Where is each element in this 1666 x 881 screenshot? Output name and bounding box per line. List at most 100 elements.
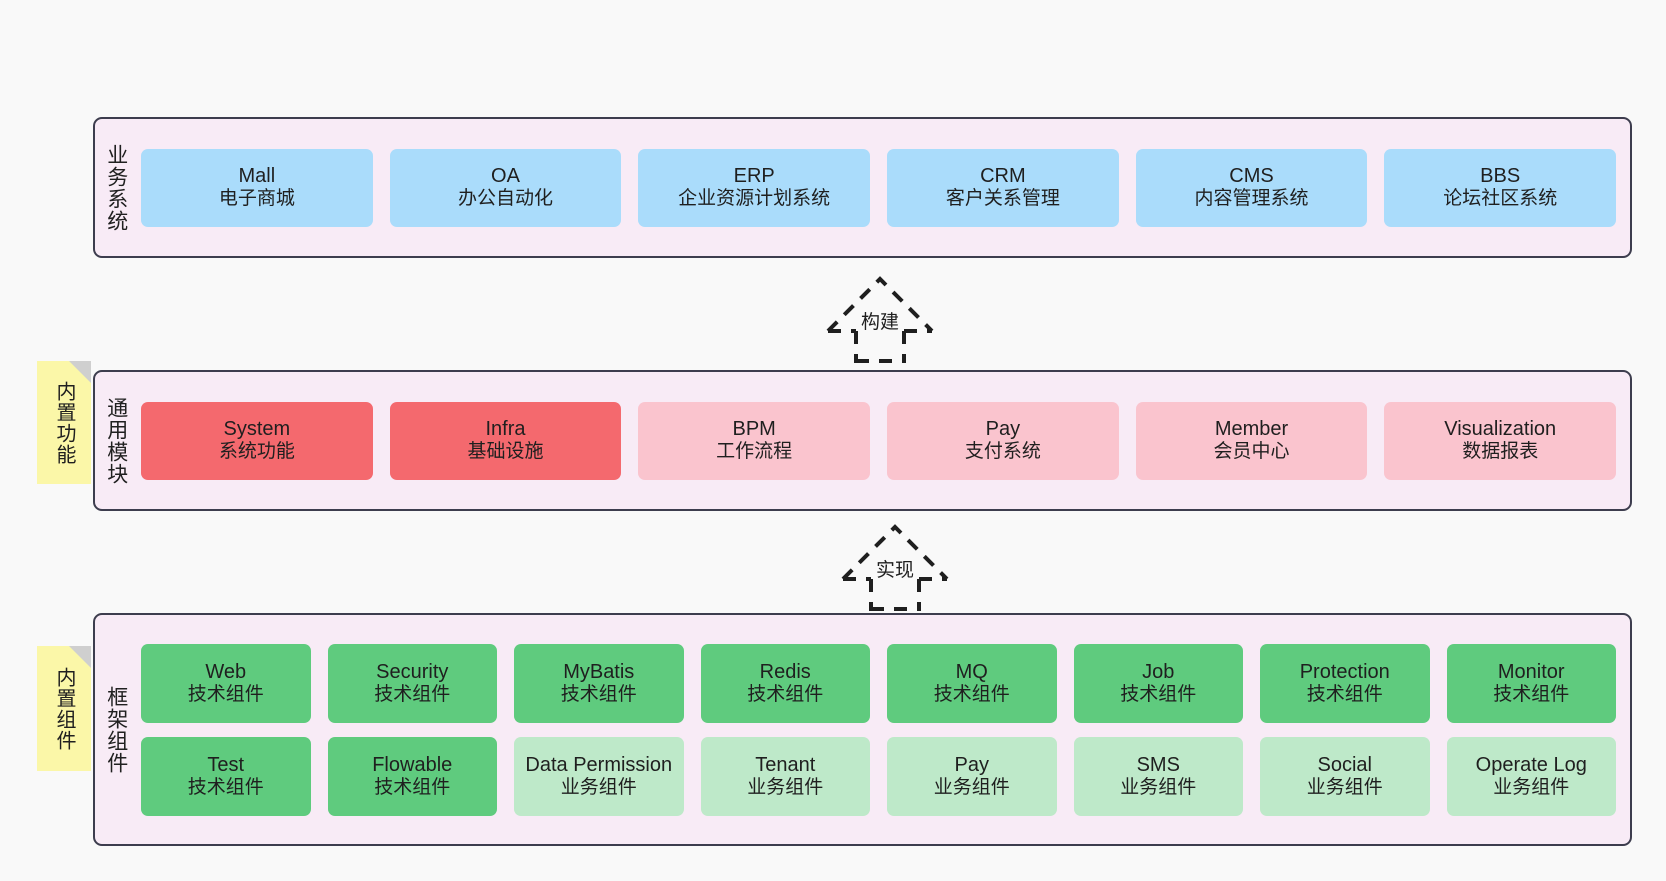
card-subtitle: 企业资源计划系统 (678, 188, 831, 210)
card-title: Infra (485, 418, 526, 441)
sticky-note-builtin-functions[interactable]: 内置功能 (37, 361, 91, 484)
card-title: ERP (733, 165, 775, 188)
card-subtitle: 技术组件 (560, 683, 637, 705)
card-subtitle: 技术组件 (374, 776, 451, 798)
card-title: Monitor (1497, 660, 1565, 683)
card-subtitle: 技术组件 (187, 776, 264, 798)
card-subtitle: 论坛社区系统 (1443, 188, 1558, 210)
card-subtitle: 业务组件 (1120, 776, 1197, 798)
card-pay-business[interactable]: Pay 业务组件 (887, 736, 1057, 816)
card-test[interactable]: Test 技术组件 (141, 736, 311, 816)
card-operate-log[interactable]: Operate Log 业务组件 (1446, 736, 1616, 816)
card-title: Pay (985, 418, 1021, 441)
card-row: Mall 电子商城 OA 办公自动化 ERP 企业资源计划系统 CRM 客户关系… (141, 148, 1617, 227)
connector-label: 实现 (875, 560, 915, 581)
card-redis[interactable]: Redis 技术组件 (700, 643, 870, 723)
card-security[interactable]: Security 技术组件 (327, 643, 497, 723)
card-title: Pay (954, 753, 989, 776)
layer-body-common-modules: System 系统功能 Infra 基础设施 BPM 工作流程 Pay 支付系统… (137, 372, 1630, 509)
card-subtitle: 业务组件 (747, 776, 824, 798)
layer-title-business-systems: 业务系统 (104, 143, 128, 232)
card-title: Social (1317, 753, 1372, 776)
card-mq[interactable]: MQ 技术组件 (887, 643, 1057, 723)
card-erp[interactable]: ERP 企业资源计划系统 (638, 148, 871, 227)
card-oa[interactable]: OA 办公自动化 (389, 148, 622, 227)
card-member[interactable]: Member 会员中心 (1135, 401, 1368, 480)
card-title: System (223, 418, 291, 441)
card-monitor[interactable]: Monitor 技术组件 (1446, 643, 1616, 723)
card-row-technical: Web 技术组件 Security 技术组件 MyBatis 技术组件 Redi… (141, 643, 1616, 723)
card-title: Security (376, 660, 449, 683)
card-sms[interactable]: SMS 业务组件 (1073, 736, 1243, 816)
card-job[interactable]: Job 技术组件 (1073, 643, 1243, 723)
card-bpm[interactable]: BPM 工作流程 (638, 401, 871, 480)
layer-framework-components[interactable]: 框架组件 Web 技术组件 Security 技术组件 MyBatis 技术组件… (93, 613, 1632, 846)
card-subtitle: 客户关系管理 (945, 188, 1060, 210)
arrowhead-dashed-icon (826, 276, 934, 333)
card-title: Member (1214, 418, 1289, 441)
card-title: CRM (980, 165, 1026, 188)
card-infra[interactable]: Infra 基础设施 (389, 401, 622, 480)
card-subtitle: 业务组件 (1493, 776, 1570, 798)
card-title: CMS (1229, 165, 1274, 188)
layer-business-systems[interactable]: 业务系统 Mall 电子商城 OA 办公自动化 ERP 企业资源计划系统 CRM… (93, 117, 1632, 258)
layer-common-modules[interactable]: 通用模块 System 系统功能 Infra 基础设施 BPM 工作流程 Pay… (93, 370, 1632, 511)
card-subtitle: 技术组件 (1493, 683, 1570, 705)
card-row: System 系统功能 Infra 基础设施 BPM 工作流程 Pay 支付系统… (141, 401, 1617, 480)
card-subtitle: 技术组件 (933, 683, 1010, 705)
connector-label: 构建 (860, 312, 900, 333)
card-title: Tenant (755, 753, 816, 776)
card-title: Operate Log (1475, 753, 1587, 776)
card-bbs[interactable]: BBS 论坛社区系统 (1384, 148, 1617, 227)
card-subtitle: 数据报表 (1462, 441, 1539, 463)
card-title: MyBatis (563, 660, 635, 683)
card-crm[interactable]: CRM 客户关系管理 (887, 148, 1119, 227)
layer-body-framework-components: Web 技术组件 Security 技术组件 MyBatis 技术组件 Redi… (137, 615, 1630, 844)
card-title: BPM (732, 418, 776, 441)
card-title: Mall (238, 165, 276, 188)
layer-title-framework-components: 框架组件 (104, 685, 128, 774)
card-tenant[interactable]: Tenant 业务组件 (700, 736, 870, 816)
sticky-note-label: 内置组件 (53, 666, 75, 751)
card-data-permission[interactable]: Data Permission 业务组件 (514, 736, 684, 816)
card-web[interactable]: Web 技术组件 (141, 643, 311, 723)
card-subtitle: 业务组件 (560, 776, 637, 798)
connector-implement-arrow: 实现 (815, 515, 975, 611)
card-title: Job (1142, 660, 1175, 683)
card-title: Redis (759, 660, 811, 683)
card-visualization[interactable]: Visualization 数据报表 (1384, 401, 1617, 480)
card-subtitle: 电子商城 (218, 188, 295, 210)
connector-build-arrow: 构建 (800, 267, 960, 363)
card-flowable[interactable]: Flowable 技术组件 (327, 736, 497, 816)
card-cms[interactable]: CMS 内容管理系统 (1135, 148, 1368, 227)
sticky-note-builtin-components[interactable]: 内置组件 (37, 646, 91, 771)
card-subtitle: 技术组件 (1306, 683, 1383, 705)
card-title: Flowable (372, 753, 453, 776)
card-subtitle: 会员中心 (1213, 441, 1290, 463)
card-system[interactable]: System 系统功能 (141, 401, 373, 480)
card-row-business: Test 技术组件 Flowable 技术组件 Data Permission … (141, 736, 1616, 816)
card-social[interactable]: Social 业务组件 (1260, 736, 1430, 816)
card-title: Web (205, 660, 247, 683)
layer-body-business-systems: Mall 电子商城 OA 办公自动化 ERP 企业资源计划系统 CRM 客户关系… (137, 119, 1630, 256)
sticky-note-label: 内置功能 (53, 380, 75, 465)
folded-corner-icon (69, 646, 91, 668)
card-pay[interactable]: Pay 支付系统 (887, 401, 1119, 480)
card-subtitle: 技术组件 (374, 683, 451, 705)
arrowhead-dashed-icon (841, 524, 949, 581)
card-title: SMS (1136, 753, 1180, 776)
folded-corner-icon (69, 361, 91, 383)
card-title: Protection (1299, 660, 1390, 683)
card-subtitle: 内容管理系统 (1194, 188, 1309, 210)
card-mall[interactable]: Mall 电子商城 (141, 148, 373, 227)
card-protection[interactable]: Protection 技术组件 (1260, 643, 1430, 723)
card-subtitle: 业务组件 (933, 776, 1010, 798)
card-title: OA (491, 165, 520, 188)
card-subtitle: 支付系统 (964, 441, 1041, 463)
layer-title-common-modules: 通用模块 (104, 396, 128, 485)
card-subtitle: 基础设施 (467, 441, 544, 463)
card-subtitle: 工作流程 (716, 441, 793, 463)
card-subtitle: 办公自动化 (458, 188, 554, 210)
card-mybatis[interactable]: MyBatis 技术组件 (514, 643, 684, 723)
